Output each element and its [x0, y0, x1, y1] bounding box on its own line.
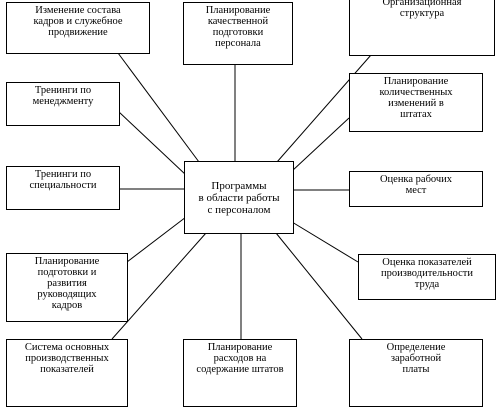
node-staff-composition: Изменение состава кадров и служебное про… [6, 2, 150, 54]
node-quantitative-planning: Планирование количественных изменений в … [349, 73, 483, 132]
connector-executive-development [126, 216, 187, 263]
connector-productivity-assessment [291, 221, 359, 263]
node-label: Определение заработной платы [386, 342, 446, 375]
connector-staff-composition [117, 52, 200, 163]
node-label: Организационная структура [382, 0, 462, 19]
node-staff-cost-planning: Планирование расходов на содержание штат… [183, 339, 297, 407]
node-label: Оценка рабочих мест [379, 174, 453, 196]
connector-salary-definition [275, 232, 363, 340]
node-productivity-assessment: Оценка показателей производительности тр… [358, 254, 496, 300]
node-label: Система основных производственных показа… [24, 342, 110, 375]
node-production-indicators: Система основных производственных показа… [6, 339, 128, 407]
node-label: Тренинги по менеджменту [32, 85, 94, 107]
node-executive-development: Планирование подготовки и развития руков… [6, 253, 128, 322]
center-node-personnel-programs: Программы в области работы с персоналом [184, 161, 294, 234]
node-label: Изменение состава кадров и служебное про… [33, 5, 123, 38]
center-node-label: Программы в области работы с персоналом [198, 179, 280, 216]
node-specialty-trainings: Тренинги по специальности [6, 166, 120, 210]
node-label: Планирование расходов на содержание штат… [196, 342, 284, 375]
node-label: Планирование подготовки и развития руков… [34, 256, 100, 311]
connector-management-trainings [118, 111, 187, 176]
node-quality-training-planning: Планирование качественной подготовки пер… [183, 2, 293, 65]
connector-org-structure [276, 54, 372, 163]
node-label: Тренинги по специальности [29, 169, 97, 191]
node-org-structure: Организационная структура [349, 0, 495, 56]
node-label: Оценка показателей производительности тр… [381, 257, 473, 290]
node-salary-definition: Определение заработной платы [349, 339, 483, 407]
node-workplace-assessment: Оценка рабочих мест [349, 171, 483, 207]
node-management-trainings: Тренинги по менеджменту [6, 82, 120, 126]
node-label: Планирование количественных изменений в … [379, 76, 453, 120]
connector-quantitative-planning [291, 117, 350, 172]
node-label: Планирование качественной подготовки пер… [205, 5, 271, 49]
